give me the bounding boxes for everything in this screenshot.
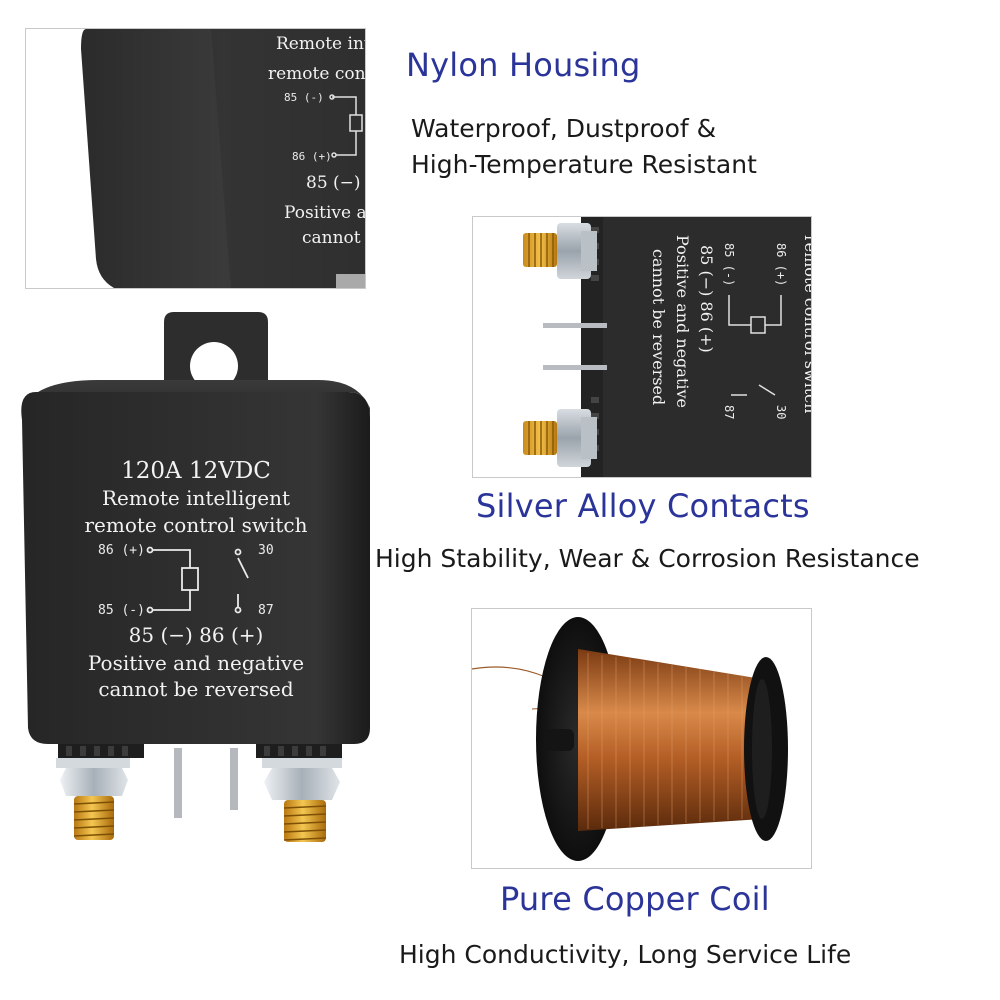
housing-closeup-schematic: [329, 94, 363, 158]
feature-desc-copper-line1: High Conductivity, Long Service Life: [399, 940, 852, 969]
feature-desc-silver-line1: High Stability, Wear & Corrosion Resista…: [375, 544, 920, 573]
contacts-closeup-image: remote control switch 86 (+) 30 85 (-) 8…: [472, 216, 812, 478]
relay-warning-line2: cannot be reversed: [98, 677, 294, 701]
contacts-closeup-line1: remote control switch: [801, 235, 811, 413]
housing-closeup-line1: Remote intell: [276, 34, 365, 54]
copper-coil-photo: [472, 609, 811, 868]
relay-line1-text: Remote intelligent: [102, 486, 290, 510]
feature-desc-nylon-line1: Waterproof, Dustproof &: [411, 114, 717, 143]
contacts-closeup-warn1: Positive and negative: [673, 235, 692, 408]
coil-axle: [544, 729, 574, 751]
contacts-closeup-pin85: 85 (-): [722, 243, 736, 286]
housing-closeup-print: Remote intell remote control 85 (-) 86 (…: [268, 34, 365, 248]
housing-closeup-image: Remote intell remote control 85 (-) 86 (…: [25, 28, 366, 289]
housing-closeup-pin85: 85 (-): [284, 91, 324, 104]
feature-desc-nylon-line2: High-Temperature Resistant: [411, 150, 757, 179]
feature-title-nylon-housing: Nylon Housing: [406, 46, 641, 84]
contacts-closeup-schematic: [728, 295, 782, 396]
relay-spade-pins: [174, 748, 238, 818]
relay-mounting-tab: [164, 312, 268, 394]
feature-desc-silver-alloy-contacts: High Stability, Wear & Corrosion Resista…: [375, 541, 920, 577]
relay-right-terminal: [262, 758, 342, 842]
relay-polarity-text: 85 (−) 86 (+): [129, 623, 264, 647]
relay-warning-line1: Positive and negative: [88, 651, 304, 675]
relay-product-photo: 120A 12VDC Remote intelligent remote con…: [21, 312, 370, 842]
relay-rating-text: 120A 12VDC: [121, 458, 271, 484]
contacts-closeup-pin86: 86 (+): [774, 243, 788, 286]
contacts-closeup-photo: remote control switch 86 (+) 30 85 (-) 8…: [473, 217, 811, 477]
copper-coil-image: [471, 608, 812, 869]
contacts-closeup-warn2: cannot be reversed: [649, 249, 668, 405]
relay-line2-text: remote control switch: [84, 513, 307, 537]
relay-print: 120A 12VDC Remote intelligent remote con…: [84, 458, 307, 701]
housing-closeup-warn1: Positive ar: [284, 203, 365, 223]
relay-product-image: 120A 12VDC Remote intelligent remote con…: [18, 308, 378, 848]
contacts-top-terminal: [523, 223, 597, 279]
relay-pin85-label: 85 (-): [98, 603, 145, 618]
feature-desc-pure-copper-coil: High Conductivity, Long Service Life: [399, 937, 851, 973]
feature-desc-nylon-housing: Waterproof, Dustproof & High-Temperature…: [411, 111, 757, 183]
relay-bottom-ribs: [58, 744, 342, 758]
housing-closeup-polarity: 85 (−): [306, 173, 361, 193]
relay-pin30-label: 30: [258, 543, 274, 558]
relay-pin86-label: 86 (+): [98, 543, 145, 558]
housing-closeup-line2: remote control: [268, 64, 365, 84]
contacts-closeup-print: remote control switch 86 (+) 30 85 (-) 8…: [649, 235, 811, 419]
contacts-closeup-polarity: 85 (−) 86 (+): [697, 245, 716, 353]
relay-left-terminal: [56, 758, 130, 840]
contacts-bottom-terminal: [523, 409, 597, 467]
contacts-closeup-pin30: 30: [774, 405, 788, 419]
contacts-closeup-pin87: 87: [722, 405, 736, 419]
relay-pin87-label: 87: [258, 603, 274, 618]
coil-windings: [578, 649, 762, 831]
feature-title-silver-alloy-contacts: Silver Alloy Contacts: [476, 487, 810, 525]
contacts-spade-pins: [543, 323, 607, 370]
relay-schematic-icon: [146, 546, 249, 614]
housing-closeup-warn2: cannot be: [302, 228, 365, 248]
housing-closeup-pin86: 86 (+): [292, 150, 332, 163]
feature-title-pure-copper-coil: Pure Copper Coil: [500, 880, 770, 918]
housing-closeup-photo: Remote intell remote control 85 (-) 86 (…: [26, 29, 365, 288]
